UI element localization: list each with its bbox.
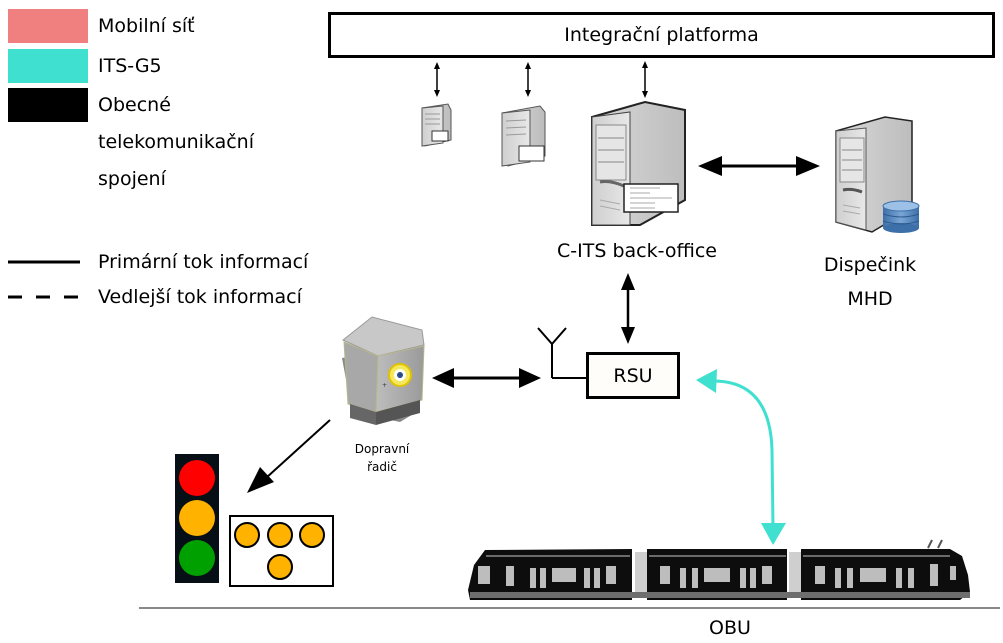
backoffice-label: C-ITS back-office [557, 240, 717, 262]
backoffice-rsu-arrow [621, 273, 635, 344]
signal-red-lamp [179, 460, 215, 496]
traffic-controller-icon: + [342, 316, 425, 425]
platform-link-server-1 [434, 62, 440, 97]
backoffice-server-icon [591, 100, 686, 226]
legend-swatch-general [8, 88, 88, 122]
antenna-icon [537, 327, 586, 379]
controller-rsu-arrow [432, 368, 541, 388]
signal-amber-lamp [179, 500, 215, 536]
database-icon [882, 200, 920, 233]
integration-platform-box: Integrační platforma [328, 12, 995, 58]
controller-label-line2: řadič [367, 460, 397, 474]
legend-label-its-g5: ITS-G5 [98, 55, 162, 77]
legend-label-general: Obecné [98, 94, 171, 116]
platform-link-backoffice [642, 61, 648, 98]
controller-signal-arrow [247, 419, 331, 493]
legend-label-primary: Primární tok informací [98, 251, 309, 273]
signal-green-lamp [179, 540, 215, 576]
legend-swatch-mobile [8, 9, 88, 43]
dispatch-label-line2: MHD [847, 288, 893, 310]
legend-label-general-line2: telekomunikační [98, 131, 255, 153]
rsu-box: RSU [586, 352, 680, 399]
integration-platform-label: Integrační platforma [564, 24, 759, 46]
rsu-label: RSU [613, 364, 653, 387]
svg-text:+: + [382, 382, 387, 389]
legend-label-mobile: Mobilní síť [98, 15, 195, 37]
legend-label-general-line3: spojení [98, 168, 166, 190]
legend-label-secondary: Vedlejší tok informací [98, 286, 302, 308]
dispatch-label-line1: Dispečink [823, 254, 917, 276]
tram-signal-icon [229, 515, 334, 587]
traffic-light-icon [175, 454, 219, 583]
legend-swatch-its-g5 [8, 49, 88, 83]
dispatch-server-icon [835, 116, 913, 233]
server-icon-small-1 [421, 103, 452, 147]
server-icon-small-2 [501, 105, 546, 167]
controller-label-line1: Dopravní [354, 442, 410, 456]
tram-icon [468, 539, 970, 600]
its-g5-arrow [696, 369, 786, 545]
obu-label: OBU [709, 617, 751, 639]
platform-link-server-2 [525, 62, 531, 97]
backoffice-dispatch-arrow [698, 156, 820, 176]
